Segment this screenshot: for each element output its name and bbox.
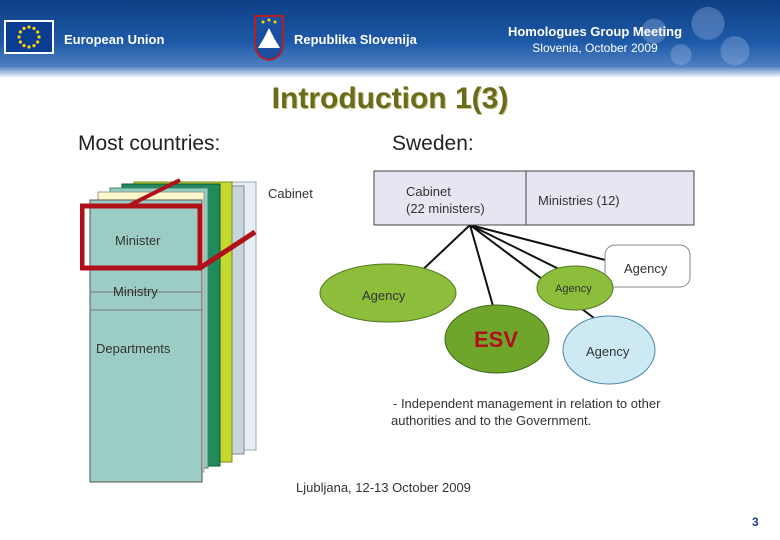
eu-star xyxy=(17,35,21,39)
eu-flag-icon xyxy=(4,20,54,54)
agency-small-label: Agency xyxy=(555,283,592,295)
slovenia-coat-of-arms-icon xyxy=(254,15,284,62)
most-countries-heading: Most countries: xyxy=(78,132,221,155)
cabinet-side-label: Cabinet xyxy=(268,186,313,201)
eu-star xyxy=(22,26,26,30)
eu-star xyxy=(18,40,22,44)
meeting-subtitle: Slovenia, October 2009 xyxy=(532,41,658,55)
agency-small-ellipse xyxy=(536,265,614,311)
agency-bottom-right-label: Agency xyxy=(586,344,630,359)
esv-note-line2: authorities and to the Government. xyxy=(391,413,592,428)
ministry-layers-diagram xyxy=(80,178,257,483)
esv-label: ESV xyxy=(474,327,519,352)
minister-label: Minister xyxy=(115,233,161,248)
eu-star xyxy=(37,35,41,39)
cabinet-box-line1: Cabinet xyxy=(406,184,451,199)
eu-star xyxy=(27,45,31,49)
layer-front xyxy=(89,199,203,483)
eu-star xyxy=(27,25,31,29)
sweden-cabinet-box xyxy=(373,170,695,226)
agency-top-right-box xyxy=(604,244,691,288)
page-number: 3 xyxy=(752,515,759,529)
agency-top-right-label: Agency xyxy=(624,261,668,276)
sweden-structure-diagram xyxy=(319,170,695,385)
eu-label: European Union xyxy=(64,32,165,47)
ministries-label: Ministries (12) xyxy=(538,193,620,208)
departments-label: Departments xyxy=(96,341,171,356)
page-title: Introduction 1(3) xyxy=(271,82,509,115)
minister-highlight-frame xyxy=(80,203,203,271)
meeting-title: Homologues Group Meeting xyxy=(507,24,683,39)
agency-left-ellipse xyxy=(319,263,457,323)
cabinet-box-line2: (22 ministers) xyxy=(406,201,485,216)
esv-ellipse xyxy=(444,304,550,374)
header-band xyxy=(0,0,780,78)
agency-blue-ellipse xyxy=(562,315,656,385)
footer-location-date: Ljubljana, 12-13 October 2009 xyxy=(296,480,471,495)
eu-star xyxy=(32,44,36,48)
sweden-heading: Sweden: xyxy=(392,132,474,155)
esv-note-line1: - Independent management in relation to … xyxy=(393,396,661,411)
europe-map-watermark xyxy=(600,0,780,78)
slovenia-label: Republika Slovenija xyxy=(294,32,417,47)
eu-star xyxy=(36,30,40,34)
ministry-label: Ministry xyxy=(113,284,158,299)
eu-star xyxy=(22,44,26,48)
eu-star xyxy=(36,40,40,44)
eu-star xyxy=(18,30,22,34)
eu-star xyxy=(32,26,36,30)
agency-left-label: Agency xyxy=(362,288,406,303)
